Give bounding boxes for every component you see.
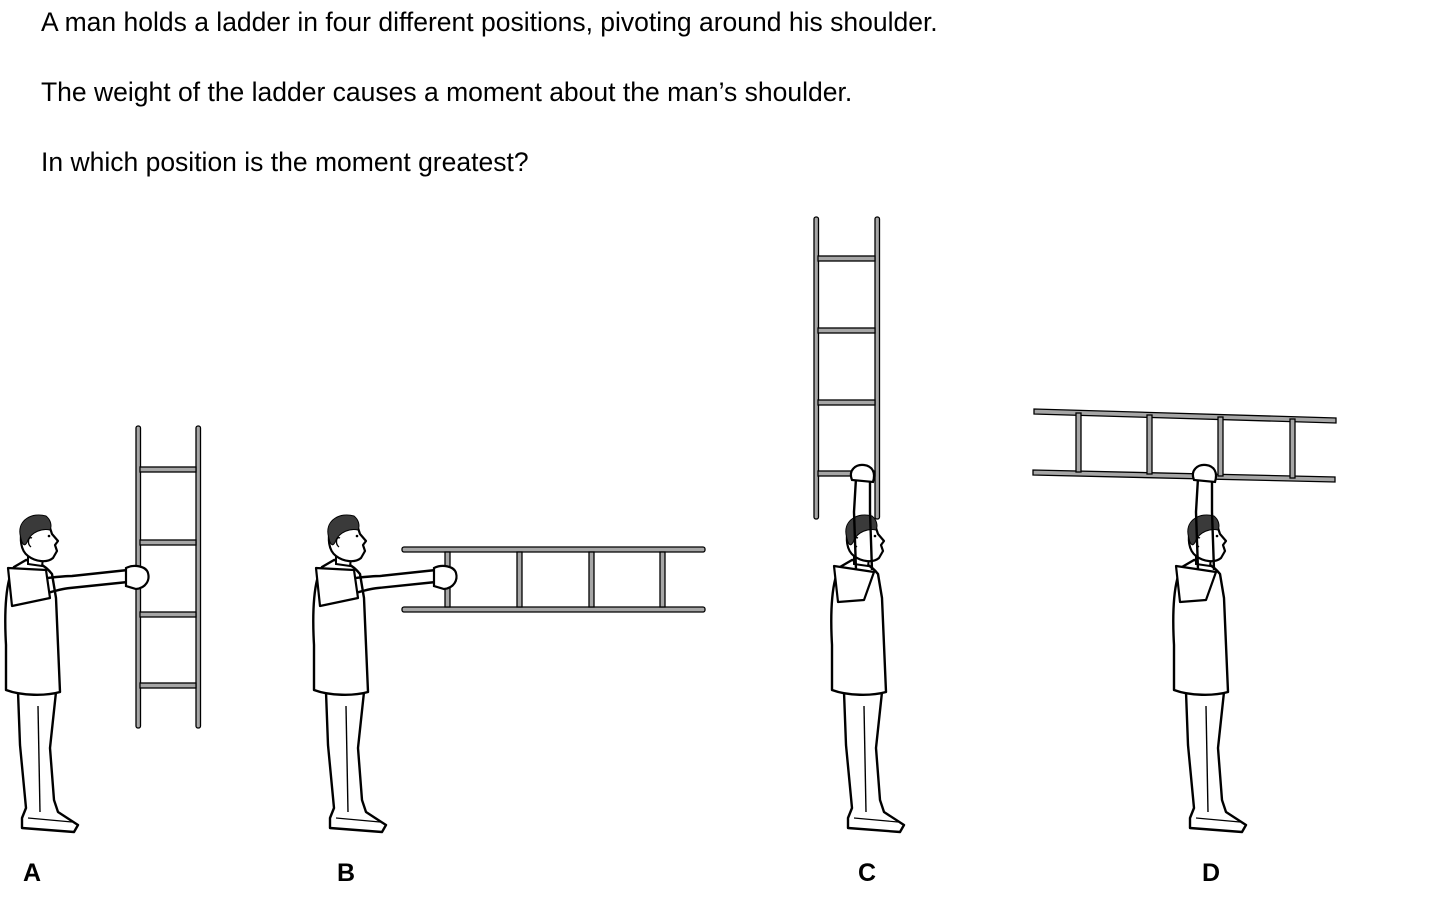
option-label-b[interactable]: B <box>337 859 356 887</box>
man-c <box>830 463 906 834</box>
man-a <box>4 513 150 834</box>
figure-a <box>4 425 202 834</box>
figure-d <box>1032 408 1337 834</box>
ladder-vertical-c <box>813 216 881 520</box>
ladder-horizontal-d <box>1032 408 1337 483</box>
option-label-d[interactable]: D <box>1202 859 1221 887</box>
man-d <box>1172 463 1248 834</box>
option-label-c[interactable]: C <box>858 859 877 887</box>
question-line-3: In which position is the moment greatest… <box>41 147 529 177</box>
figure-c <box>813 216 906 834</box>
ladder-horizontal-b <box>401 546 706 613</box>
man-b <box>312 513 458 834</box>
option-label-a[interactable]: A <box>23 859 42 887</box>
question-line-1: A man holds a ladder in four different p… <box>41 7 938 37</box>
figure-b <box>312 513 706 834</box>
question-line-2: The weight of the ladder causes a moment… <box>41 77 853 107</box>
